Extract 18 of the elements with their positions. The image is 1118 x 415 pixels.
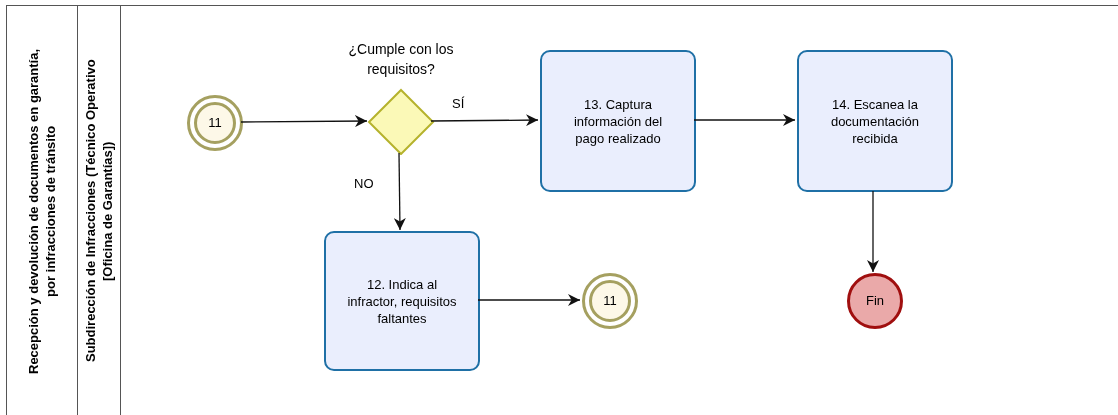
end-label: Fin [865,292,885,311]
sequence-arrow [240,115,368,128]
task-label: 13. Captura información del pago realizado [572,95,664,147]
sequence-arrow [393,152,406,231]
event-number: 11 [603,292,617,311]
event-number: 11 [208,114,222,133]
task-box [324,231,480,371]
pool-title: Recepción y devolución de documentos en garantía, por infracciones de tránsito [25,47,59,376]
sequence-arrow [477,294,581,306]
sequence-arrow [693,114,796,126]
task-box [540,50,696,192]
task-box [797,50,953,192]
task-label: 12. Indica al infractor, requisitos faltantes [346,275,458,327]
sequence-arrow [867,190,879,273]
gateway-question: ¿Cumple con los requisitos? [347,40,455,79]
task-label: 14. Escanea la documentación recibida [829,95,921,147]
lane-title: Subdirección de Infracciones (Técnico Operativo [Oficina de Garantías]) [82,58,116,365]
sequence-arrow [430,114,539,127]
